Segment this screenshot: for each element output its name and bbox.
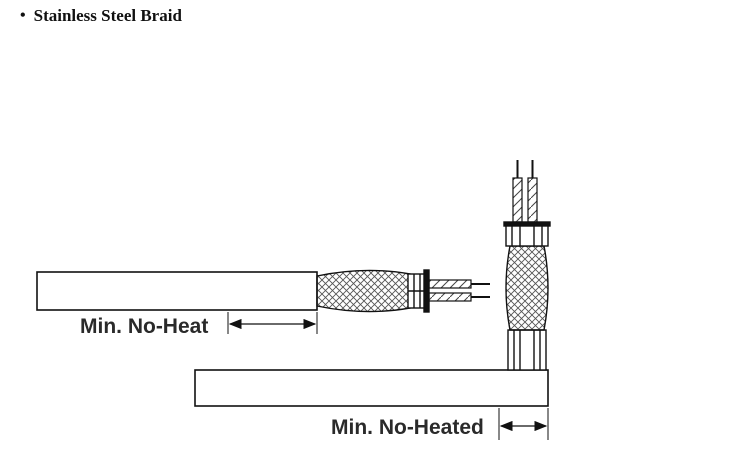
lead-wires-horizontal [428, 279, 490, 302]
vertical-heater: Min. No-Heated [194, 160, 551, 440]
heading-row: • Stainless Steel Braid [20, 6, 182, 26]
dimension-right: Min. No-Heated [331, 408, 549, 440]
lead-wires-vertical [512, 160, 538, 223]
ferrule-horizontal [407, 269, 430, 313]
dimension-left: Min. No-Heat [80, 312, 318, 338]
braid-vertical [505, 245, 549, 331]
ferrule-vertical-lower [507, 329, 547, 371]
horizontal-heater: Min. No-Heat [36, 269, 490, 338]
heater-body-horizontal [36, 271, 318, 311]
heading-title: Stainless Steel Braid [33, 6, 182, 25]
braid-horizontal [316, 269, 411, 313]
min-no-heat-label: Min. No-Heat [80, 315, 208, 338]
ferrule-vertical-upper [503, 221, 551, 247]
min-no-heated-label: Min. No-Heated [331, 416, 484, 439]
heater-body-base [194, 369, 549, 407]
bullet-icon: • [20, 7, 26, 24]
